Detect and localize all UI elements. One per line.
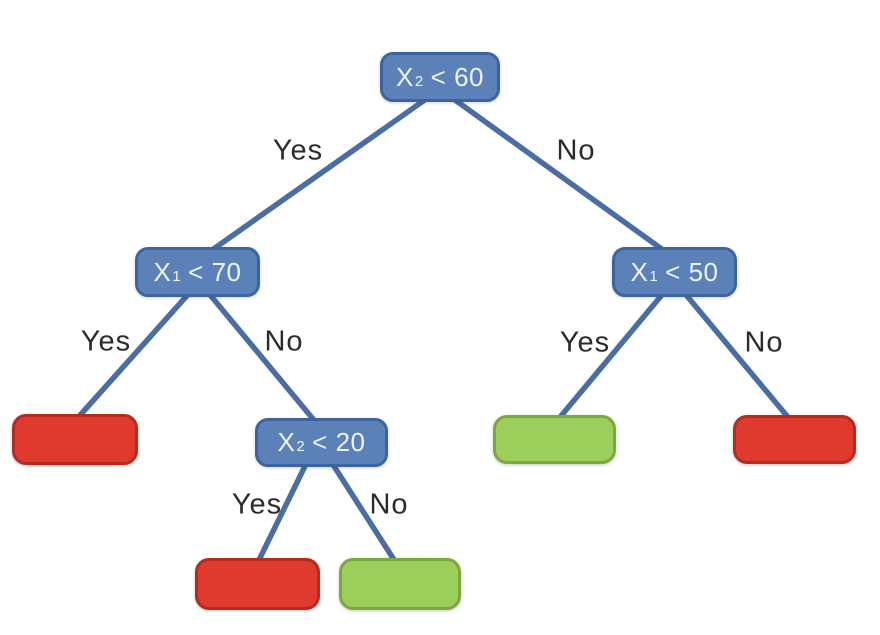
node-right-var: X [630, 256, 649, 287]
edge-left-no [203, 287, 321, 428]
leaf-right-no-red [733, 415, 856, 464]
edge-left-yes [71, 287, 195, 425]
node-left-sub: 1 [172, 267, 182, 285]
node-right-cond: < 50 [665, 256, 719, 287]
node-mid-cond: < 20 [312, 427, 366, 457]
edge-mid-yes [253, 457, 311, 569]
leaf-mid-yes-red [195, 558, 320, 610]
edge-label-root-no: No [556, 134, 596, 167]
node-left-var: X [153, 256, 172, 287]
node-left-cond: < 70 [188, 256, 242, 287]
edge-label-left-yes: Yes [80, 325, 132, 358]
edge-label-root-yes: Yes [272, 134, 324, 167]
edge-mid-no [327, 457, 401, 569]
edge-root-no [441, 89, 673, 258]
node-root-cond: < 60 [430, 61, 484, 92]
edge-label-right-no: No [744, 326, 784, 359]
edge-right-no [679, 287, 795, 425]
node-root-sub: 2 [414, 72, 424, 90]
edge-right-yes [553, 287, 669, 425]
node-root-var: X [395, 61, 414, 92]
edge-root-yes [202, 89, 439, 258]
node-right-sub: 1 [649, 267, 659, 285]
node-mid-var: X [277, 427, 296, 457]
leaf-left-yes-red [12, 414, 138, 465]
node-mid-sub: 2 [296, 438, 306, 455]
edge-label-left-no: No [264, 325, 304, 358]
edge-label-mid-no: No [369, 488, 409, 521]
leaf-right-yes-green [493, 415, 616, 464]
leaf-mid-no-green [339, 558, 461, 610]
edge-label-right-yes: Yes [559, 326, 611, 359]
edge-label-mid-yes: Yes [231, 488, 283, 521]
